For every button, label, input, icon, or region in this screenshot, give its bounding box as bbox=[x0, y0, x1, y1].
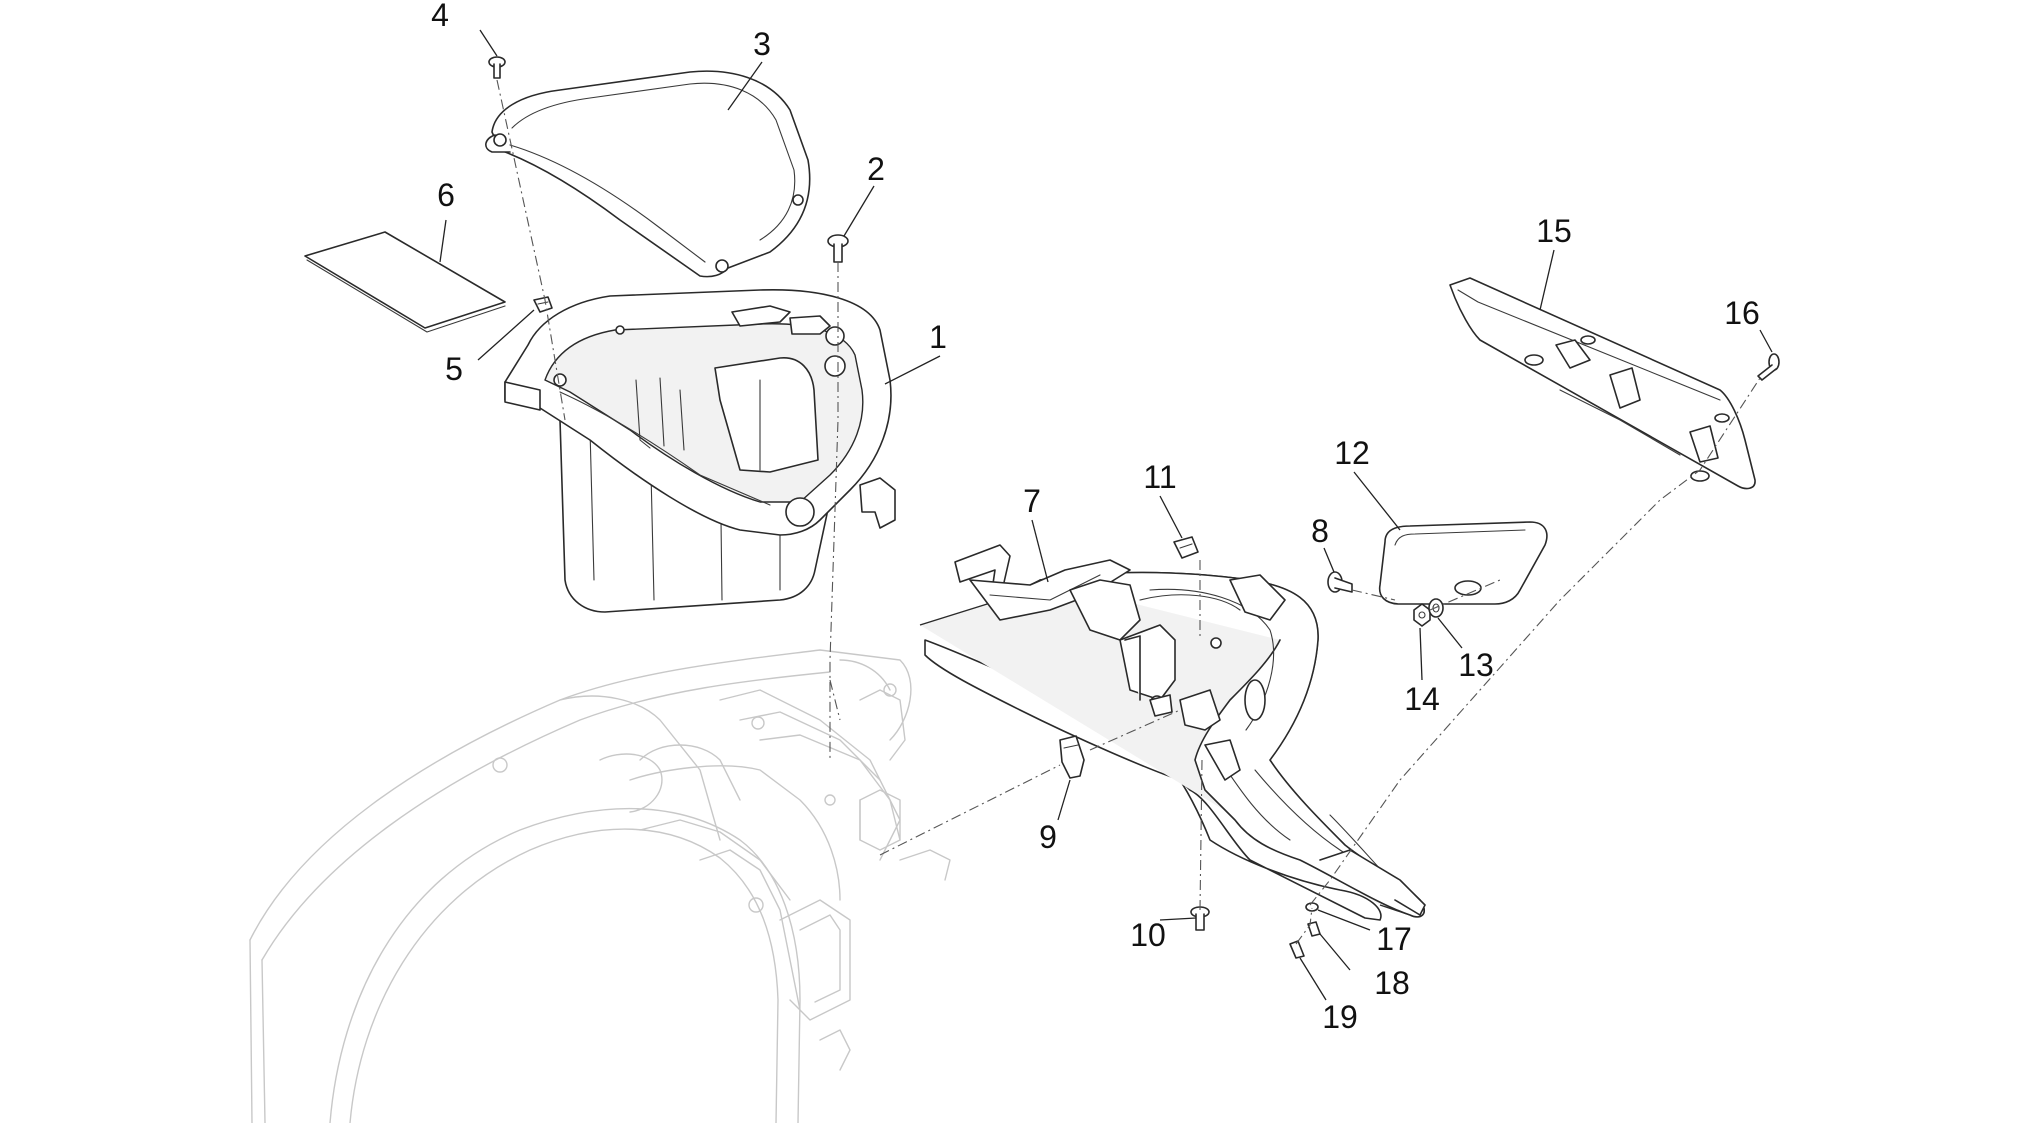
callout-8: 8 bbox=[1311, 513, 1329, 549]
part-7-mudguard bbox=[919, 544, 1426, 921]
callout-6: 6 bbox=[437, 177, 455, 213]
callout-5: 5 bbox=[445, 351, 463, 387]
callout-15: 15 bbox=[1536, 213, 1572, 249]
part-3-lid bbox=[485, 70, 811, 278]
callout-4: 4 bbox=[431, 0, 449, 33]
part-16-screw bbox=[1757, 353, 1780, 381]
callout-labels: 1 2 3 4 5 6 7 8 9 10 11 12 13 14 15 16 1… bbox=[431, 0, 1760, 1035]
part-6-label bbox=[304, 231, 506, 333]
part-1-storage-box bbox=[504, 288, 896, 613]
part-2-screw bbox=[827, 234, 849, 263]
callout-9: 9 bbox=[1039, 819, 1057, 855]
part-19-pin bbox=[1289, 940, 1305, 959]
part-17-washer bbox=[1305, 902, 1319, 912]
part-9-clip bbox=[1059, 735, 1085, 779]
callout-16: 16 bbox=[1724, 295, 1760, 331]
callout-13: 13 bbox=[1458, 647, 1494, 683]
callout-3: 3 bbox=[753, 26, 771, 62]
callout-2: 2 bbox=[867, 151, 885, 187]
callout-11: 11 bbox=[1143, 459, 1176, 495]
part-10-screw bbox=[1190, 906, 1210, 931]
assembly-lines bbox=[496, 79, 1761, 945]
callout-17: 17 bbox=[1376, 921, 1412, 957]
part-4-screw bbox=[488, 56, 506, 79]
callout-7: 7 bbox=[1023, 483, 1041, 519]
callout-10: 10 bbox=[1130, 917, 1166, 953]
callout-19: 19 bbox=[1322, 999, 1358, 1035]
part-12-reflector bbox=[1378, 521, 1548, 605]
scooter-frame bbox=[249, 649, 951, 1123]
part-11-clip-nut bbox=[1173, 536, 1199, 559]
part-8-screw bbox=[1327, 571, 1353, 593]
callout-12: 12 bbox=[1334, 435, 1370, 471]
callout-1: 1 bbox=[929, 319, 947, 355]
callout-14: 14 bbox=[1404, 681, 1440, 717]
part-15-plate-holder bbox=[1449, 277, 1756, 490]
callout-18: 18 bbox=[1374, 965, 1410, 1001]
part-5-clip-nut bbox=[533, 296, 553, 313]
leader-lines bbox=[439, 29, 1773, 1001]
part-14-washer bbox=[1413, 603, 1431, 627]
